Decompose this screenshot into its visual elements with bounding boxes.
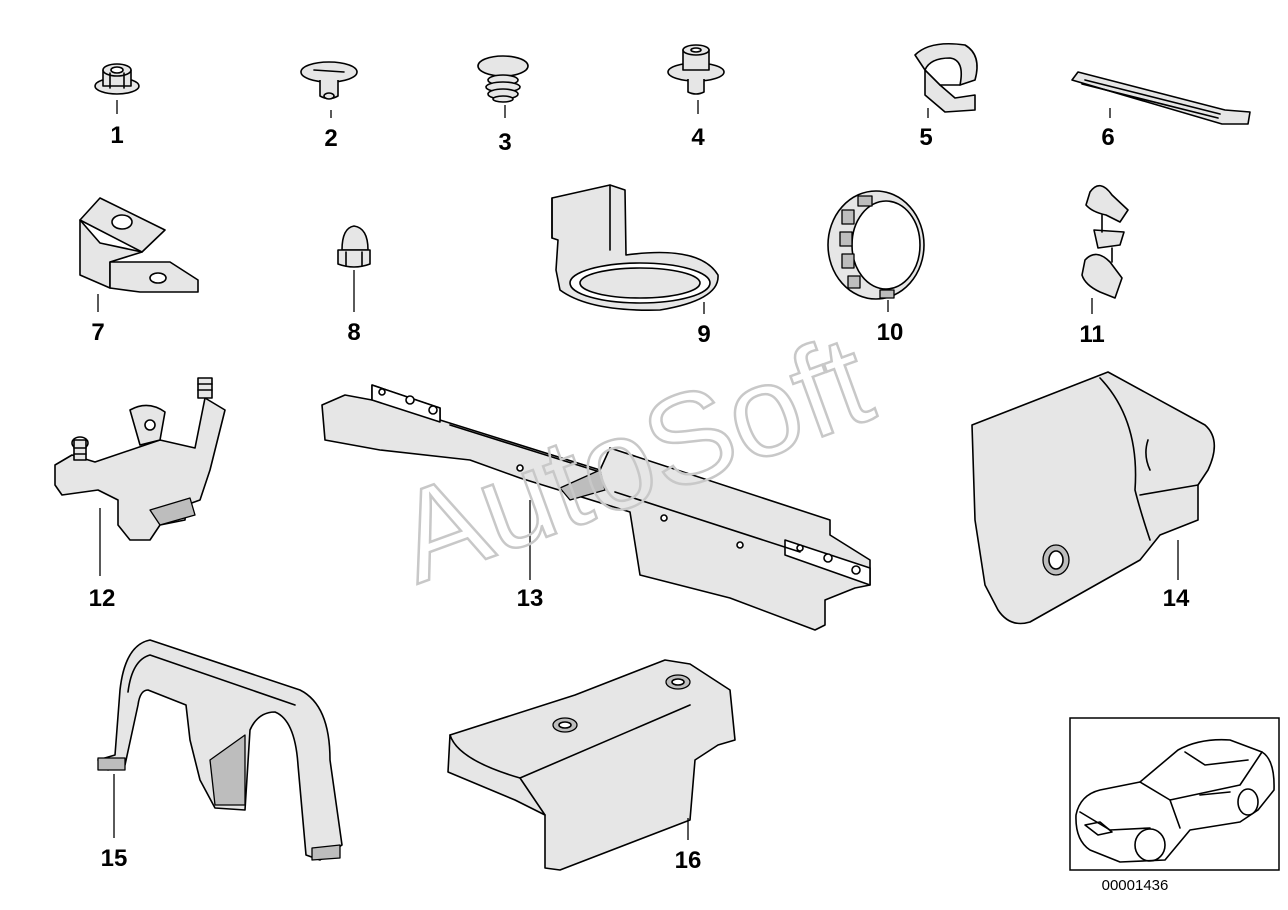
cable-duct-icon (321, 384, 871, 631)
grommet-ring-icon (827, 190, 925, 300)
double-hose-clip-icon (1081, 184, 1129, 299)
plastic-rivet-icon (300, 61, 358, 100)
part-label-2: 2 (324, 125, 337, 152)
part-label-9: 9 (697, 321, 710, 348)
part-label-10: 10 (877, 319, 904, 346)
part-label-5: 5 (919, 124, 932, 151)
part-label-13: 13 (517, 585, 544, 612)
part-label-11: 11 (1079, 321, 1104, 348)
car-thumbnail-icon (1069, 717, 1280, 871)
part-label-12: 12 (89, 585, 116, 612)
angle-bracket-icon (79, 197, 199, 293)
hex-collar-nut-icon (667, 44, 725, 95)
cable-bridge-icon (97, 639, 343, 861)
cable-holder-icon (551, 184, 719, 311)
mounting-bracket-icon (54, 377, 226, 541)
part-label-14: 14 (1163, 585, 1190, 612)
cover-icon (971, 371, 1216, 625)
part-label-16: 16 (675, 847, 702, 874)
part-label-7: 7 (91, 319, 104, 346)
expanding-rivet-icon (477, 55, 529, 103)
cable-cover-icon (447, 659, 736, 871)
cap-nut-icon (337, 225, 371, 268)
cable-clip-icon (914, 42, 978, 113)
part-label-8: 8 (347, 319, 360, 346)
cable-tie-icon (1071, 71, 1251, 125)
part-label-6: 6 (1101, 124, 1114, 151)
flange-nut-icon (94, 63, 140, 95)
part-label-15: 15 (101, 845, 128, 872)
part-label-3: 3 (498, 129, 511, 156)
part-label-4: 4 (691, 124, 705, 151)
drawing-number: 00001436 (1102, 877, 1169, 894)
part-label-1: 1 (110, 122, 123, 149)
